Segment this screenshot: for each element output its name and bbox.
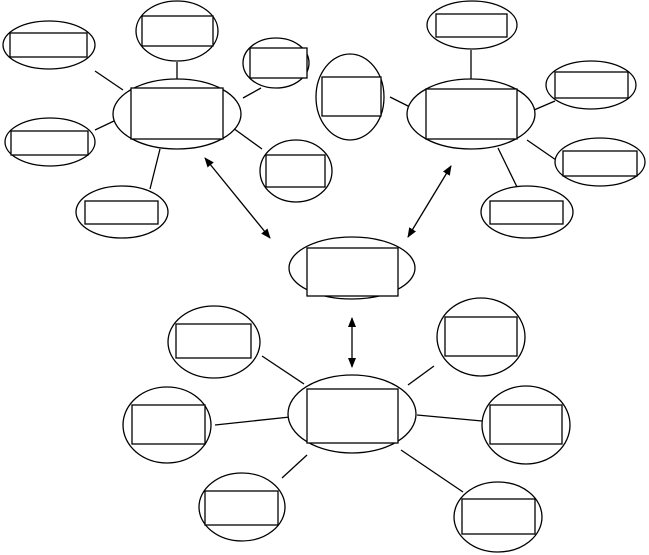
connectors [94,50,557,493]
connector-tr-lower-right [526,139,557,161]
connector-tr-left [389,96,411,108]
branch-bubble-b-lower-left [198,472,286,542]
connector-b-left [214,416,291,426]
connector-b-right [416,414,483,422]
connector-tr-bottom [497,147,519,190]
connector-tl-upper-left [94,70,124,91]
branch-bubble-tl-left [4,117,96,167]
branch-bubble-tl-upper-left [2,20,96,70]
main-bubble [288,236,416,300]
branch-bubble-tl-lower-right [259,139,333,203]
branch-bubble-tr-bottom [480,185,574,239]
branch-bubble-b-left [122,386,212,464]
connector-tl-upper-right [242,87,262,99]
connector-tl-lower-right [232,127,263,150]
branch-bubble-tr-right [545,60,637,110]
branch-bubble-b-right [481,385,571,465]
connector-b-lower-left [281,454,308,479]
branch-bubble-tr-top [426,0,518,50]
center-bubble-bottom [287,374,417,454]
connector-tl-left [94,120,115,131]
branch-bubble-tl-upper-right [242,37,310,89]
branch-bubble-tl-top [135,0,219,62]
cluster-top-right [315,0,646,239]
branch-bubble-tr-lower-right [554,137,646,187]
connector-b-upper-left [261,355,305,385]
link-arrow-top-left-to-main [204,157,271,239]
cluster-links [204,157,452,368]
link-arrow-top-right-to-main [407,165,452,238]
branch-bubble-tr-left [315,53,385,141]
connector-tr-right [533,100,556,111]
branch-bubble-b-upper-left [167,305,261,379]
branch-bubble-b-upper-right [436,297,526,377]
branch-bubble-tl-bottom [75,185,169,239]
center-bubble-top-left [112,78,242,150]
connector-tl-bottom [149,148,161,190]
connector-b-upper-right [407,365,435,386]
cluster-bottom [122,297,571,553]
branch-bubble-b-lower-right [453,481,543,553]
connector-b-lower-right [400,449,464,493]
cluster-top-left [2,0,333,239]
center-bubble-top-right [406,78,536,150]
